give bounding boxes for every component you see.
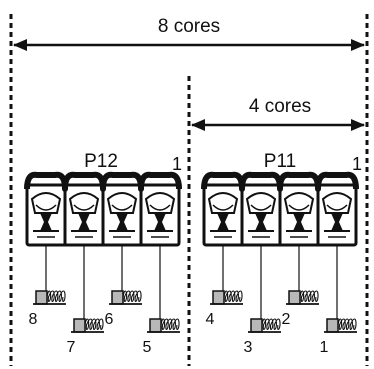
spring-terminal [324, 318, 357, 333]
cavity-opening [30, 192, 62, 214]
terminal-pin [40, 213, 52, 231]
cavity-inner-arc [212, 204, 234, 211]
cavity [316, 185, 353, 245]
connector-label-p12: P12 [84, 151, 118, 172]
connector-p11: 4 3 2 1 [201, 171, 359, 356]
terminal-spring [299, 290, 319, 303]
terminal-block [326, 318, 339, 333]
cavity [240, 185, 277, 245]
terminal-pin [154, 213, 166, 231]
cavity [139, 185, 176, 245]
terminal-block [111, 290, 124, 305]
terminal-block [212, 290, 225, 305]
spring-terminal [33, 290, 66, 305]
connectors-layer: 8 7 6 5 4 3 2 1 [24, 171, 359, 356]
port-number-label: 7 [67, 339, 76, 356]
cavity [278, 185, 315, 245]
terminal-spring [46, 290, 66, 303]
spring-terminal [71, 318, 104, 333]
cavity-opening [321, 192, 353, 214]
cavity-inner-arc [288, 204, 310, 211]
connector-p12: 8 7 6 5 [24, 171, 182, 356]
terminal-spring [337, 318, 357, 331]
terminal-spring [160, 318, 180, 331]
spring-terminal [286, 290, 319, 305]
spring-terminal [210, 290, 243, 305]
terminal-pin [217, 213, 229, 231]
spring-terminal [147, 318, 180, 333]
span-label-4-cores: 4 cores [249, 96, 311, 117]
port-number-label: 6 [105, 311, 114, 328]
cavity-opening [283, 192, 315, 214]
pin1-marker-p12: 1 [172, 154, 182, 174]
terminal-pin [293, 213, 305, 231]
cavity [207, 192, 239, 238]
cavity-inner-arc [73, 204, 95, 211]
terminal-spring [223, 290, 243, 303]
port-number-label: 4 [206, 311, 215, 328]
port-number-label: 8 [29, 311, 38, 328]
port-number-label: 1 [320, 339, 329, 356]
cavity-opening [106, 192, 138, 214]
port-number-label: 3 [244, 339, 253, 356]
cavity-inner-arc [149, 204, 171, 211]
cavity-opening [207, 192, 239, 214]
cavity-inner-arc [35, 204, 57, 211]
terminal-pin [331, 213, 343, 231]
connector-label-p11: P11 [264, 151, 296, 172]
span-label-8-cores: 8 cores [158, 16, 220, 37]
cavity-inner-arc [250, 204, 272, 211]
port-number-label: 2 [282, 311, 291, 328]
terminal-block [149, 318, 162, 333]
cavity-inner-arc [326, 204, 348, 211]
cavity [101, 185, 138, 245]
terminal-spring [84, 318, 104, 331]
cavity-inner-arc [111, 204, 133, 211]
port-number-label: 5 [143, 339, 152, 356]
terminal-block [73, 318, 86, 333]
cavity [63, 185, 100, 245]
terminal-spring [261, 318, 281, 331]
terminal-block [35, 290, 48, 305]
pin1-marker-p11: 1 [352, 154, 362, 174]
terminal-pin [116, 213, 128, 231]
terminal-pin [78, 213, 90, 231]
cavity-opening [144, 192, 176, 214]
cavity-opening [68, 192, 100, 214]
terminal-pin [255, 213, 267, 231]
terminal-spring [122, 290, 142, 303]
spring-terminal [248, 318, 281, 333]
terminal-block [288, 290, 301, 305]
cavity [30, 192, 62, 238]
cavity-opening [245, 192, 277, 214]
terminal-block [250, 318, 263, 333]
spring-terminal [109, 290, 142, 305]
